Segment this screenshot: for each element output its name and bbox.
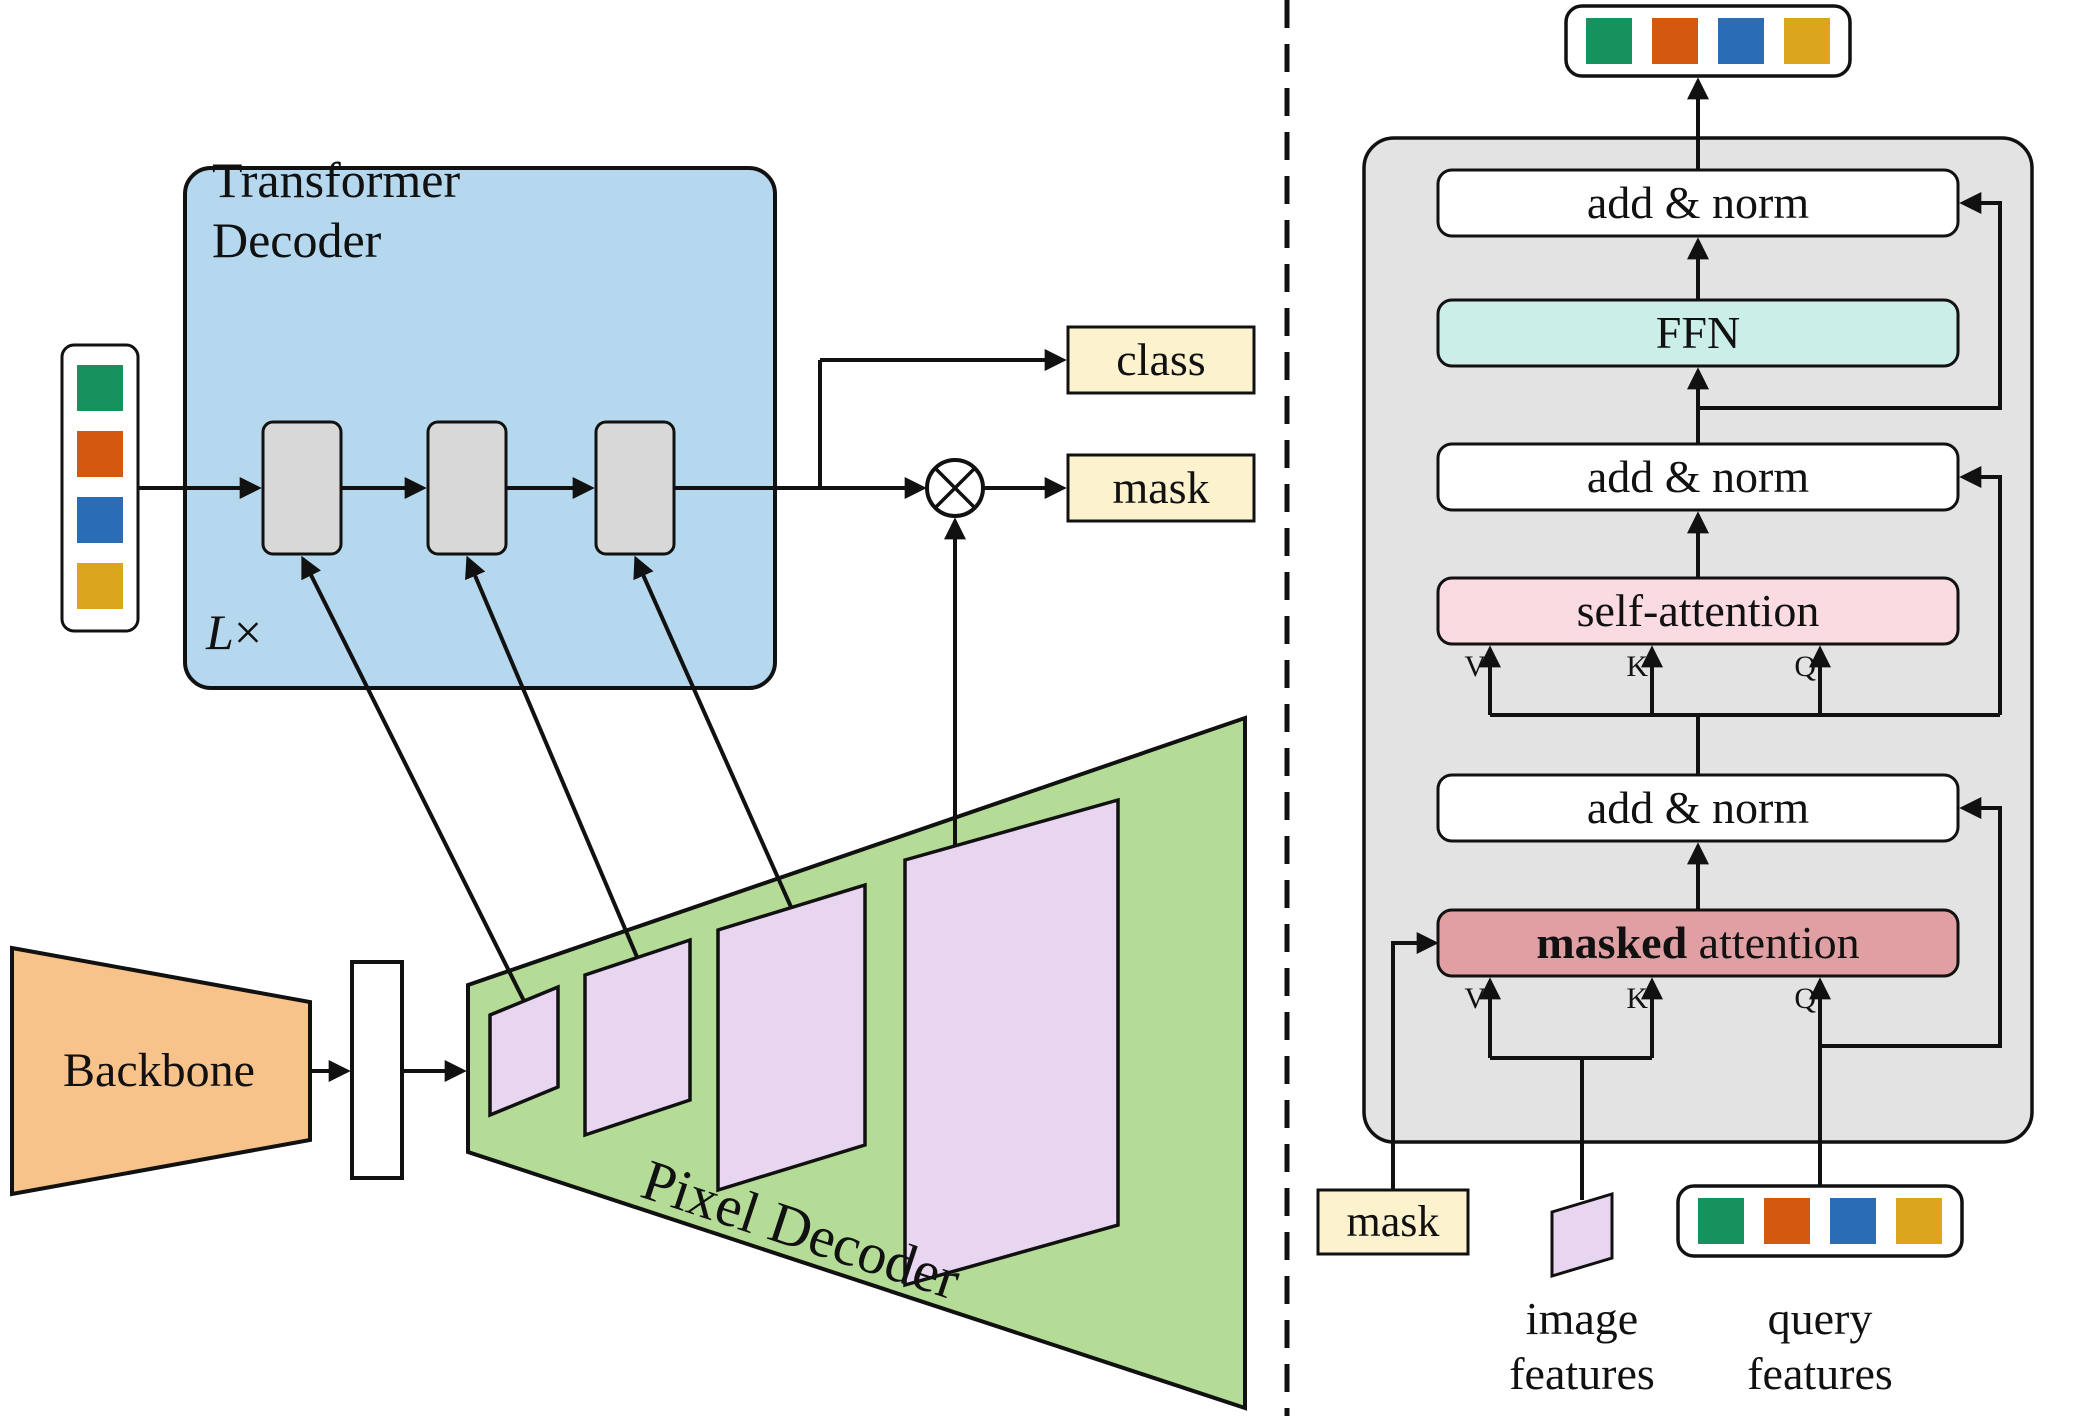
masked-v-label: V	[1464, 982, 1486, 1015]
token-square-orange	[77, 431, 123, 477]
token-square-green	[1698, 1198, 1744, 1244]
feature-map-1	[488, 984, 560, 1118]
mask-input-box	[1316, 1188, 1470, 1256]
masked-attention-label-rest: attention	[1687, 917, 1860, 969]
mask-output-box	[1066, 453, 1256, 523]
decoder-layer-block-2	[426, 420, 508, 556]
token-square-blue	[77, 497, 123, 543]
loop-count-label: L×	[206, 602, 326, 662]
token-square-blue	[1718, 18, 1764, 64]
token-square-amber	[1896, 1198, 1942, 1244]
arrow-feature3-to-layer3	[633, 555, 793, 908]
decoder-layer-block-1	[261, 420, 343, 556]
residual-around-selfattn	[1959, 466, 2002, 715]
feature-map-2	[583, 937, 692, 1138]
backbone-shape	[10, 945, 312, 1197]
token-square-green	[1586, 18, 1632, 64]
add-norm-label-top: add & norm	[1586, 177, 1810, 229]
class-output-label: class	[1116, 334, 1206, 386]
add-norm-label-middle: add & norm	[1586, 451, 1810, 503]
token-square-orange	[1764, 1198, 1810, 1244]
token-square-green	[77, 365, 123, 411]
loop-count-times: ×	[233, 604, 263, 660]
self-attention-label: self-attention	[1576, 585, 1820, 637]
loop-count-l: L	[206, 604, 234, 660]
add-norm-label-bottom: add & norm	[1586, 782, 1810, 834]
multiply-icon	[925, 458, 985, 518]
arrow-feature1-to-layer1	[301, 555, 526, 1002]
masked-k-label: K	[1626, 982, 1648, 1015]
feature-map-4	[903, 797, 1120, 1288]
token-square-amber	[1784, 18, 1830, 64]
transformer-decoder-title: Transformer Decoder	[212, 152, 461, 268]
ffn-label: FFN	[1655, 307, 1741, 359]
arrow-feature2-to-layer2	[465, 555, 639, 958]
token-square-orange	[1652, 18, 1698, 64]
image-features-label: image features	[1509, 1292, 1655, 1399]
masked-attention-label: masked attention	[1438, 910, 1958, 976]
backbone-label: Backbone	[63, 1044, 255, 1098]
selfattn-v-label: V	[1464, 650, 1486, 683]
residual-around-ffn	[1698, 192, 2002, 410]
mask-input-label: mask	[1346, 1196, 1440, 1246]
residual-around-masked	[1820, 797, 2002, 1048]
arrow-mask-into-masked-attn	[1391, 932, 1439, 1190]
output-tokens-box	[1564, 4, 1852, 78]
class-output-box	[1066, 325, 1256, 395]
selfattn-q-label: Q	[1794, 650, 1816, 683]
image-features-shape	[1550, 1191, 1614, 1279]
token-square-amber	[77, 563, 123, 609]
masked-q-label: Q	[1794, 982, 1816, 1015]
query-features-label: query features	[1747, 1292, 1893, 1399]
selfattn-k-label: K	[1626, 650, 1648, 683]
mask-output-label: mask	[1112, 462, 1210, 514]
backbone-output-feature	[350, 960, 404, 1180]
decoder-layer-block-3	[594, 420, 676, 556]
token-square-blue	[1830, 1198, 1876, 1244]
feature-map-3	[716, 882, 867, 1193]
masked-attention-label-bold: masked	[1536, 917, 1688, 969]
